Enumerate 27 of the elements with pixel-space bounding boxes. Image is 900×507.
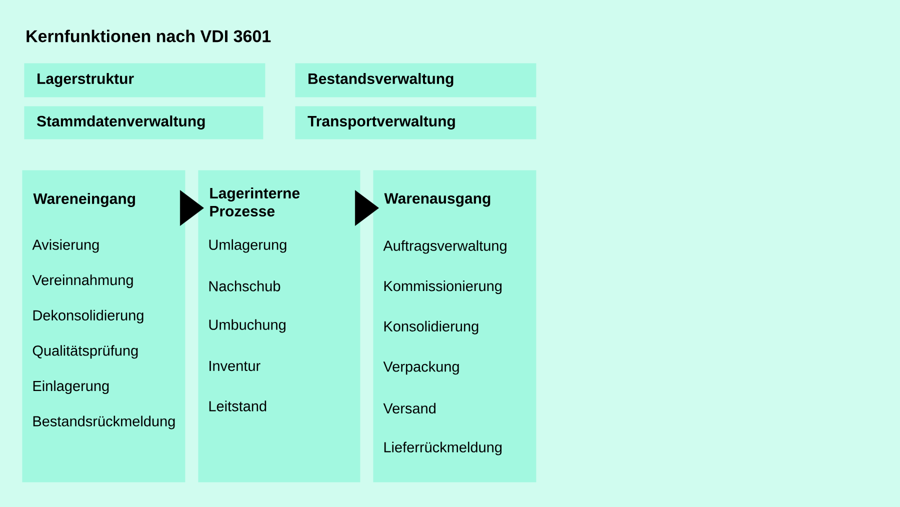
column-heading: Warenausgang — [384, 193, 490, 207]
title: Kernfunktionen nach VDI 3601 — [26, 30, 271, 42]
list-item: Verpackung — [383, 361, 459, 375]
list-item: Qualitätsprüfung — [32, 345, 138, 359]
list-item: Auftragsverwaltung — [383, 240, 506, 254]
column-heading: Wareneingang — [33, 192, 135, 208]
list-item: Versand — [383, 402, 436, 414]
list-item: Inventur — [210, 360, 260, 372]
arrow — [354, 190, 379, 226]
list-item: Konsolidierung — [384, 320, 478, 334]
list-item: Einlagerung — [33, 380, 109, 394]
list-item: Leitstand — [209, 400, 266, 412]
list-item: Lieferrückmeldung — [384, 442, 502, 456]
arrow — [180, 190, 204, 226]
list-item: Dekonsolidierung — [33, 310, 144, 324]
function-box: Bestandsverwaltung — [295, 63, 536, 98]
list-item: Umlagerung — [209, 239, 286, 253]
function-box: Lagerstruktur — [24, 63, 266, 98]
list-item: Umbuchung — [209, 319, 286, 333]
list-item: Avisierung — [32, 239, 99, 253]
column-heading: Lagerinterne Prozesse — [210, 188, 300, 216]
list-item: Bestandsrückmeldung — [33, 416, 175, 430]
function-box: Stammdatenverwaltung — [24, 106, 264, 140]
list-item: Nachschub — [209, 280, 280, 292]
list-item: Kommissionierung — [384, 280, 502, 294]
function-box: Transportverwaltung — [295, 106, 536, 140]
list-item: Vereinnahmung — [32, 274, 133, 288]
